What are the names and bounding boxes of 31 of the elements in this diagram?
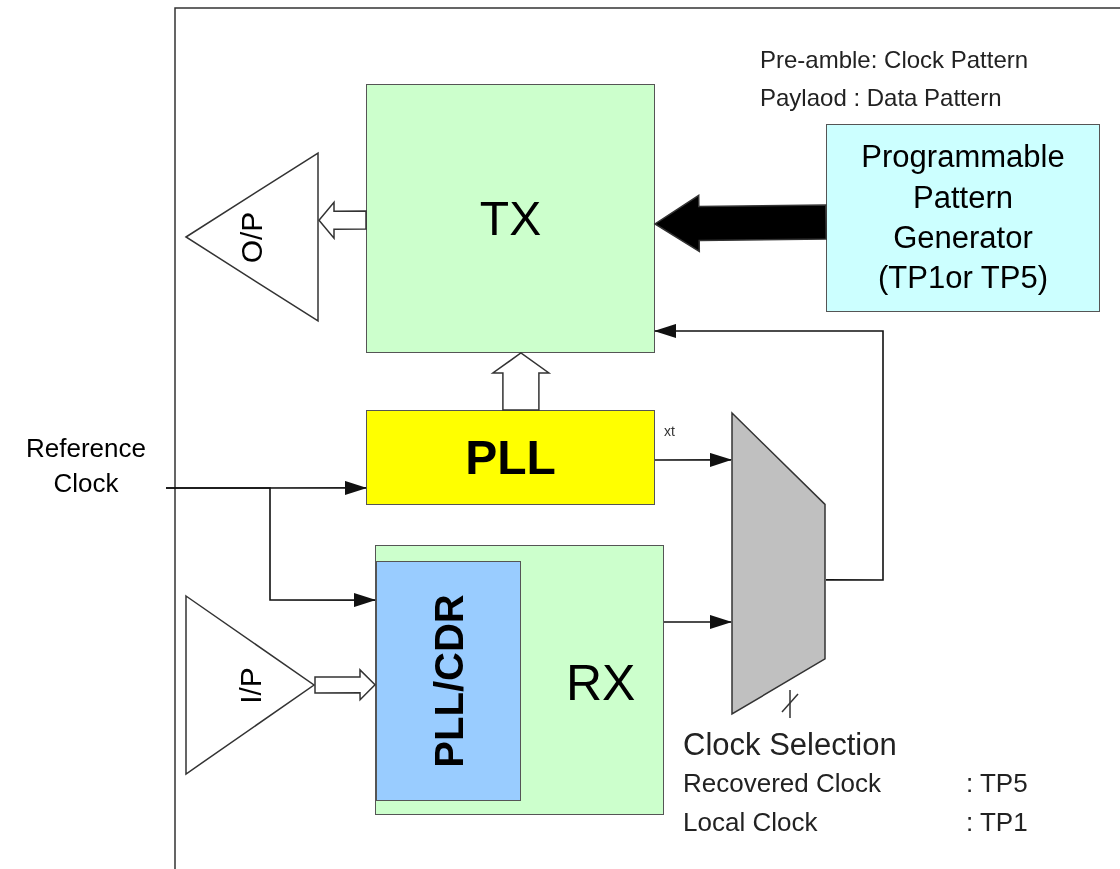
pattern-generator-block	[826, 124, 1100, 312]
pll-block	[366, 410, 655, 505]
legend-text: : TP1	[966, 809, 1028, 835]
input-buffer-triangle	[185, 595, 315, 775]
block-arrow	[318, 200, 367, 241]
legend-text: Local Clock	[683, 809, 818, 835]
node-label: TX	[479, 190, 542, 247]
block-arrow	[314, 668, 377, 702]
block-arrow	[653, 194, 827, 253]
node-label: Programmable Pattern Generator (TP1or TP5)	[860, 138, 1066, 298]
node-label: RX	[566, 654, 636, 713]
arrow	[663, 614, 732, 629]
caption-text: Clock Selection	[683, 729, 897, 760]
block-arrow	[490, 352, 552, 411]
node-label: I/P	[232, 666, 268, 704]
node-label: PLL/CDR	[425, 594, 472, 768]
node-label: Reference Clock	[25, 431, 147, 500]
output-buffer-triangle	[185, 152, 319, 322]
arrow	[165, 487, 376, 608]
cdr-block	[376, 561, 521, 801]
transmitter-block	[366, 84, 655, 353]
legend-text: : TP5	[966, 770, 1028, 796]
note-text: Paylaod : Data Pattern	[760, 86, 1002, 110]
edge-label: xt	[664, 424, 675, 438]
note-text: Pre-amble: Clock Pattern	[760, 48, 1029, 72]
arrow	[654, 323, 884, 581]
arrow	[654, 452, 732, 467]
legend-text: Recovered Clock	[683, 770, 881, 796]
node-label: PLL	[465, 429, 556, 486]
node-label: O/P	[234, 211, 270, 263]
receiver-block	[375, 545, 664, 815]
